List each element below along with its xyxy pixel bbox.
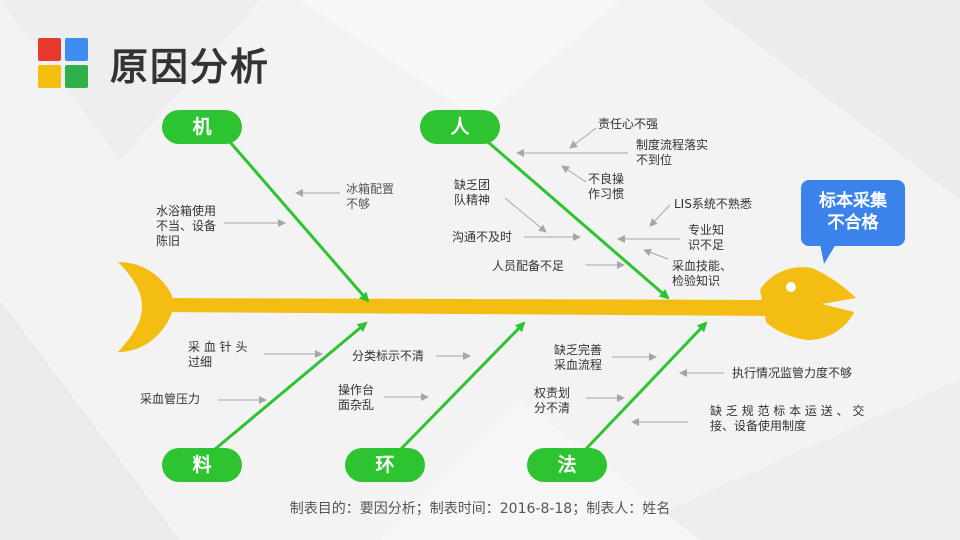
category-ji: 机 [162, 110, 242, 144]
bone-huan [398, 321, 526, 452]
logo-yellow-square [38, 65, 61, 88]
cause-label: 操作台面杂乱 [338, 383, 375, 412]
category-ren: 人 [420, 110, 500, 144]
cause-label: LIS系统不熟悉 [674, 197, 752, 211]
result-callout: 标本采集 不合格 [801, 180, 905, 246]
pointer-line [649, 204, 671, 227]
cause-label: 采血技能、检验知识 [672, 259, 733, 288]
page-title: 原因分析 [110, 45, 271, 89]
pointer-line [643, 248, 669, 260]
logo-red-square [38, 38, 61, 61]
cause-label: 缺乏团队精神 [454, 178, 491, 207]
fish-spine [150, 298, 780, 316]
cause-label: 缺 乏 规 范 标 本 运 送 、 交接、设备使用制度 [710, 404, 865, 433]
pointer-line [561, 165, 587, 183]
cause-label: 不良操作习惯 [588, 172, 625, 201]
cause-label: 执行情况监管力度不够 [732, 366, 853, 380]
logo-blue-square [65, 38, 88, 61]
category-liao: 料 [162, 448, 242, 482]
logo-green-square [65, 65, 88, 88]
cause-label: 缺乏完善采血流程 [554, 343, 603, 372]
footer-note: 制表目的：要因分析；制表时间：2016-8-18；制表人：姓名 [289, 501, 671, 517]
cause-label: 水浴箱使用不当、设备陈旧 [156, 204, 217, 248]
app-logo [38, 38, 88, 88]
cause-label: 权责划分不清 [534, 386, 571, 415]
cause-label: 分类标示不清 [352, 349, 425, 363]
cause-label: 专业知识不足 [688, 223, 725, 252]
fish-head [760, 267, 856, 340]
bone-fa [583, 321, 708, 452]
pointer-line [504, 197, 547, 233]
fish-tail [118, 262, 172, 352]
result-callout-tail [820, 244, 836, 264]
cause-label: 制度流程落实不到位 [636, 138, 709, 167]
bone-ji [228, 141, 370, 303]
cause-label: 责任心不强 [598, 117, 659, 131]
category-huan: 环 [345, 448, 425, 482]
fish-eye [786, 282, 796, 292]
result-line-2: 不合格 [827, 213, 879, 233]
bone-liao [213, 321, 368, 452]
cause-label: 沟通不及时 [452, 230, 513, 244]
cause-label: 人员配备不足 [492, 259, 565, 273]
cause-label: 采血管压力 [140, 392, 201, 406]
bone-ren [487, 140, 670, 300]
result-line-1: 标本采集 [819, 191, 887, 211]
cause-label: 采 血 针 头过细 [188, 340, 248, 369]
pointer-line [569, 127, 597, 149]
cause-label: 冰箱配置不够 [346, 182, 395, 211]
category-fa: 法 [527, 448, 607, 482]
